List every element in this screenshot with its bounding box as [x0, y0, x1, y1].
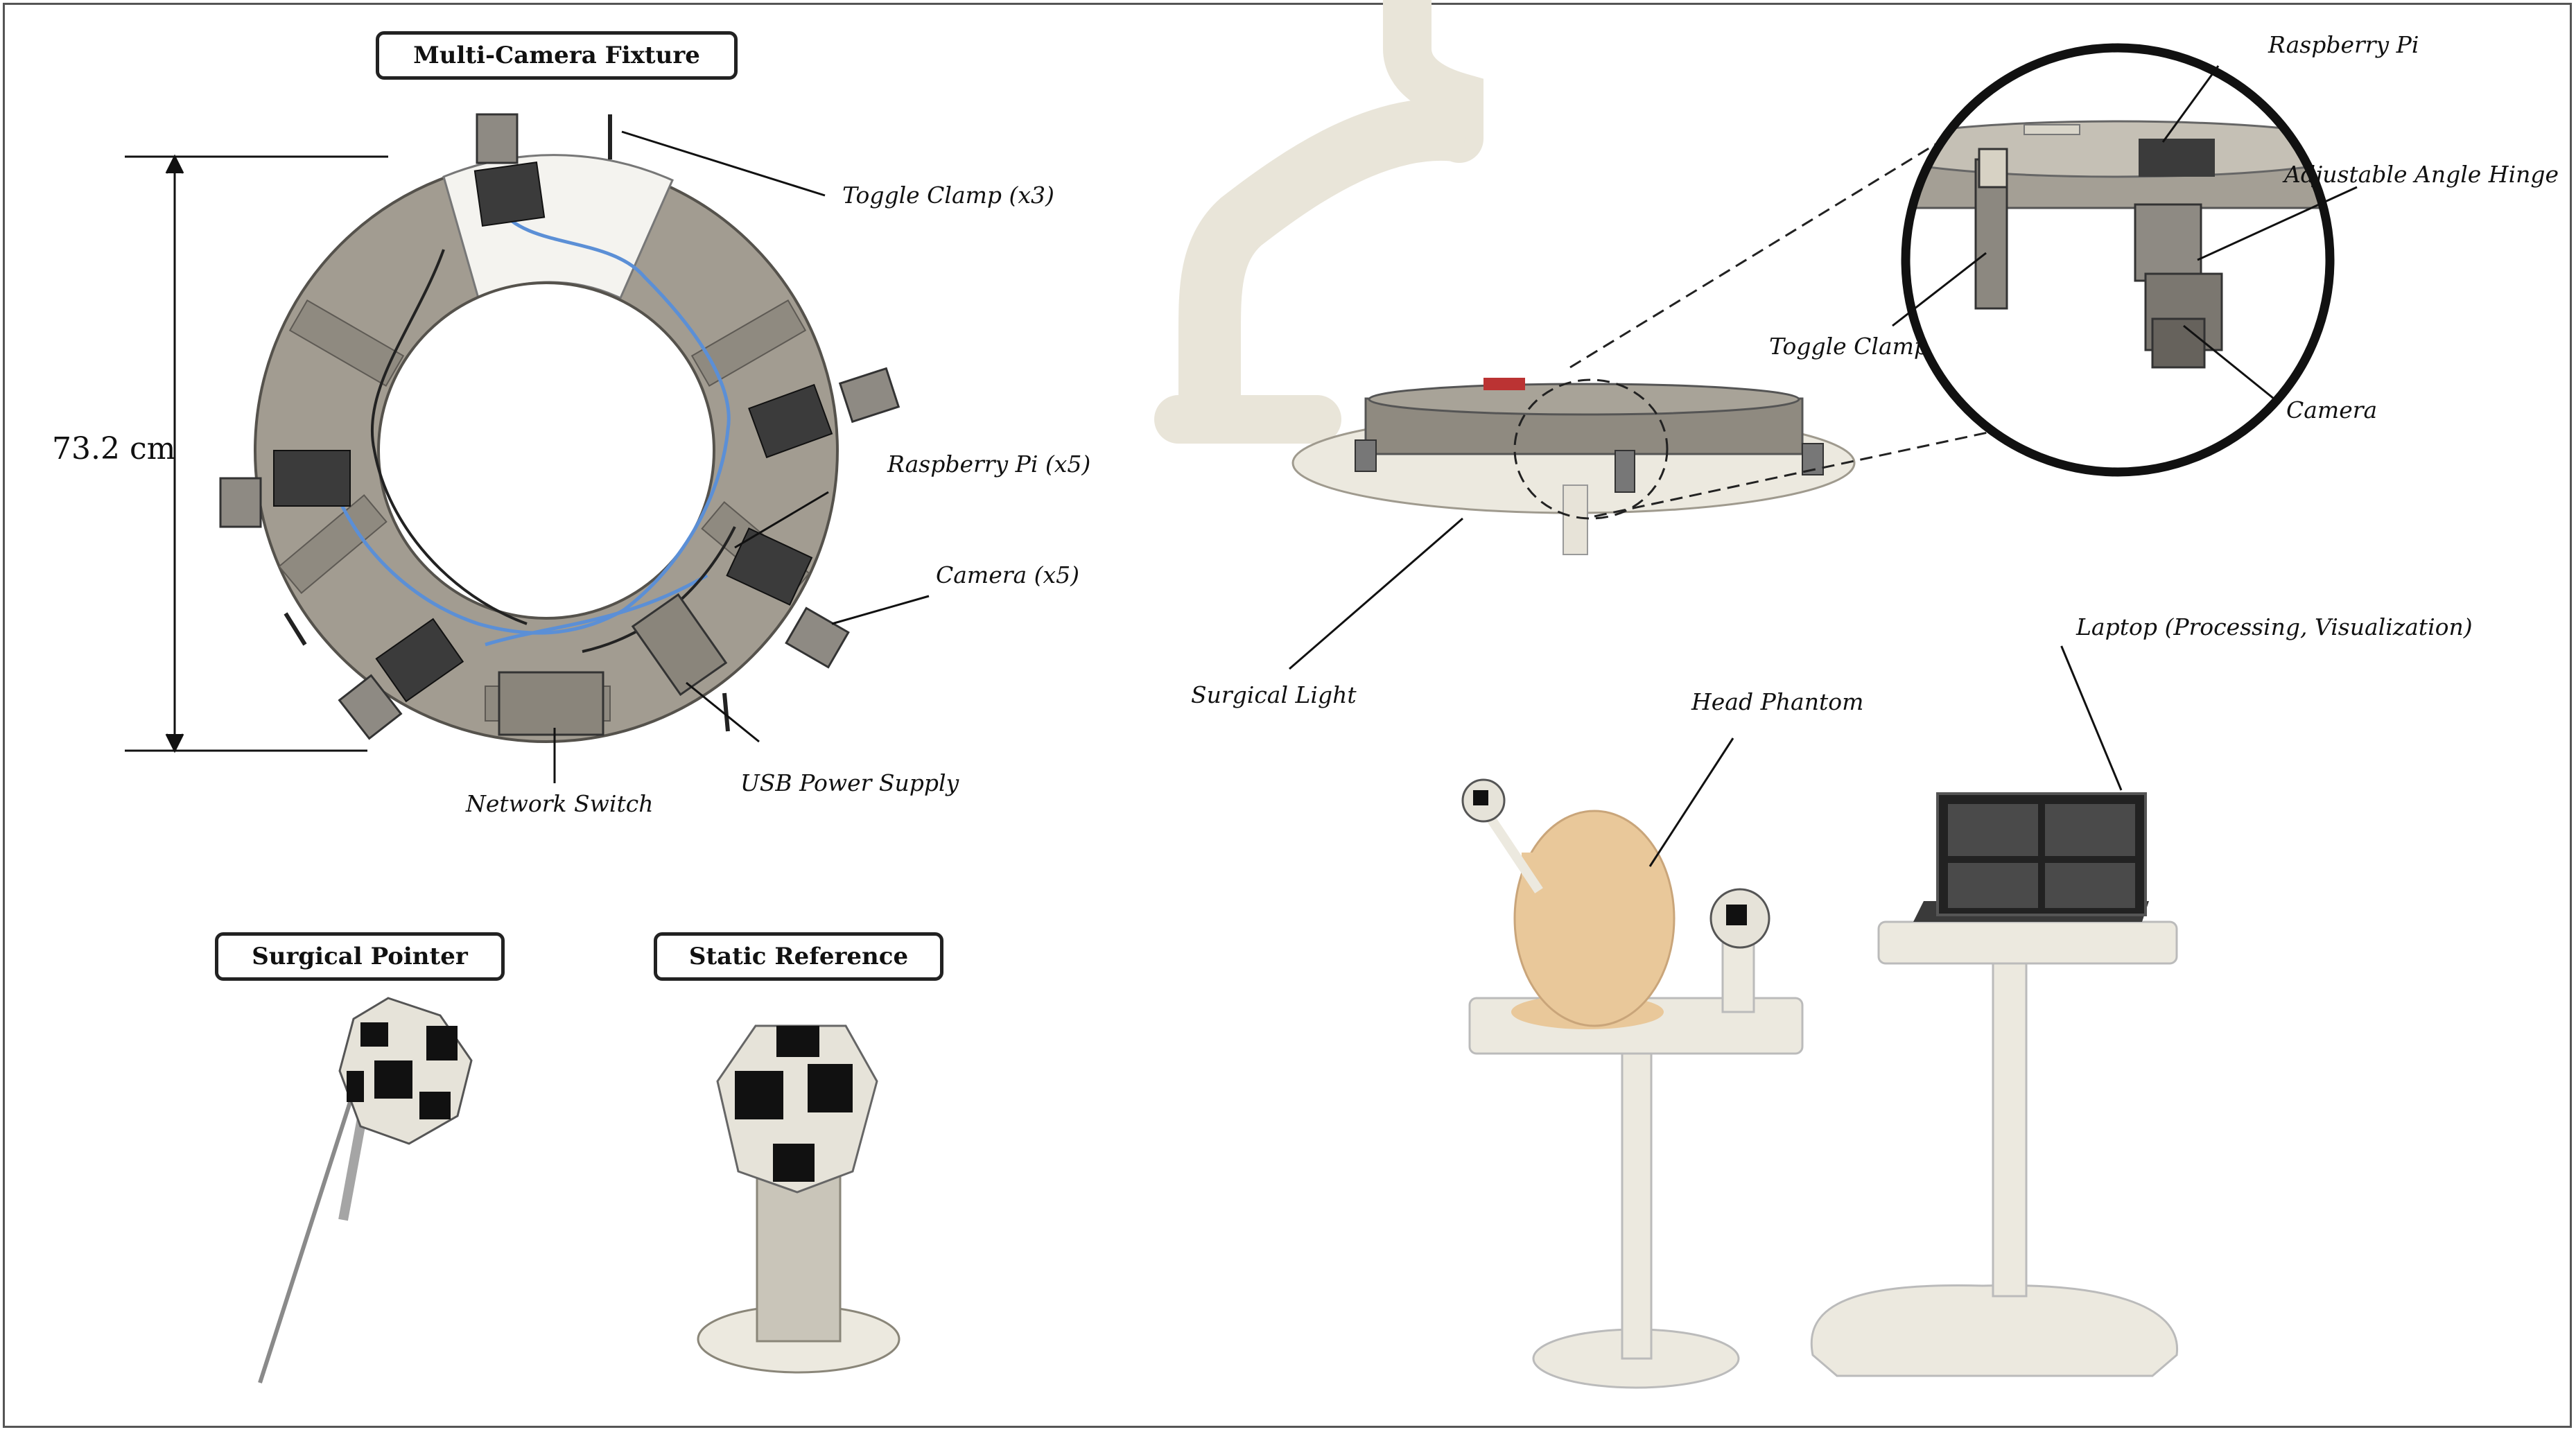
label-camera-x5: Camera (x5)	[936, 561, 1080, 588]
head-phantom-table-illustration	[1461, 737, 1804, 1389]
label-camera: Camera	[2286, 396, 2378, 424]
fixture-annotations	[125, 130, 930, 783]
fixture-diameter-dimension: 73.2 cm	[52, 431, 176, 466]
title-multi-camera-fixture: Multi-Camera Fixture	[376, 31, 738, 80]
label-toggle-clamp-x3: Toggle Clamp (x3)	[842, 182, 1054, 209]
surgical-pointer-illustration	[258, 997, 473, 1383]
label-head-phantom: Head Phantom	[1691, 688, 1864, 715]
title-surgical-pointer: Surgical Pointer	[215, 932, 505, 981]
laptop-stand-illustration	[1810, 645, 2179, 1377]
surgical-light-illustration	[1154, 0, 2066, 555]
label-network-switch: Network Switch	[466, 790, 654, 817]
figure-frame	[3, 3, 2572, 1428]
light-annotations	[1289, 65, 2358, 670]
label-adjustable-angle-hinge: Adjustable Angle Hinge	[2284, 161, 2559, 188]
label-usb-power-supply: USB Power Supply	[740, 769, 959, 796]
label-laptop: Laptop (Processing, Visualization)	[2076, 613, 2473, 640]
label-toggle-clamp: Toggle Clamp	[1769, 333, 1929, 360]
label-raspberry-pi-x5: Raspberry Pi (x5)	[887, 451, 1091, 478]
label-surgical-light: Surgical Light	[1191, 681, 1357, 708]
label-raspberry-pi: Raspberry Pi	[2268, 31, 2419, 58]
title-static-reference: Static Reference	[654, 932, 943, 981]
static-reference-illustration	[697, 1024, 900, 1374]
multi-camera-fixture-ring	[219, 113, 900, 743]
